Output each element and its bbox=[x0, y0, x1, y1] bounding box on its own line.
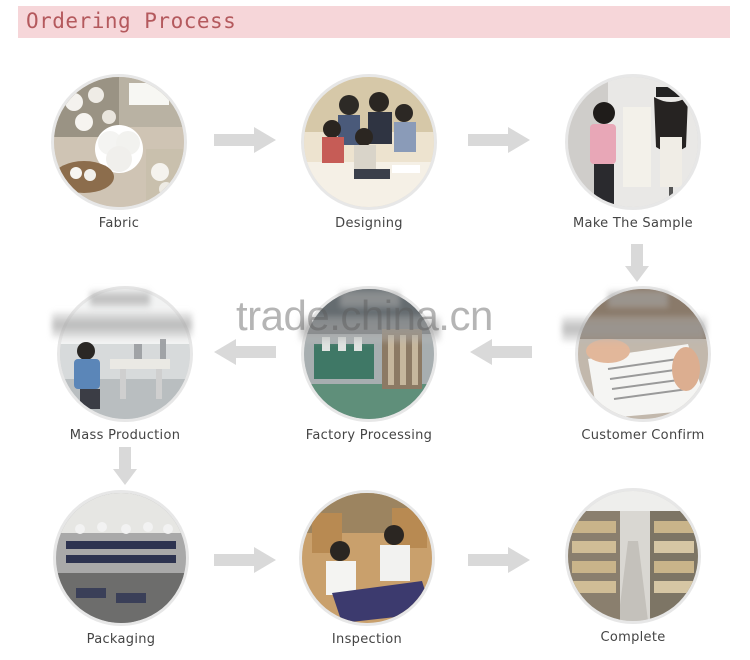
inspection-photo bbox=[299, 490, 435, 626]
sample-making-photo bbox=[565, 74, 701, 210]
step-inspection: Inspection bbox=[292, 490, 442, 647]
step-fabric: Fabric bbox=[44, 74, 194, 231]
design-team-photo bbox=[301, 74, 437, 210]
page-title: Ordering Process bbox=[26, 9, 237, 33]
step-label: Complete bbox=[600, 630, 666, 645]
blur-strip bbox=[52, 312, 192, 338]
factory-processing-photo bbox=[301, 286, 437, 422]
step-label: Mass Production bbox=[69, 428, 181, 443]
blur-strip bbox=[300, 316, 440, 342]
step-label: Factory Processing bbox=[305, 428, 433, 443]
blur-strip bbox=[90, 290, 150, 308]
arrow-left-icon bbox=[214, 339, 276, 365]
arrow-right-icon bbox=[468, 547, 530, 573]
packaging-photo bbox=[53, 490, 189, 626]
blur-strip bbox=[340, 290, 400, 308]
watermark-text: trade.china.cn bbox=[236, 292, 493, 339]
step-mass-production: Mass Production bbox=[50, 286, 200, 443]
step-customer-confirm: Customer Confirm bbox=[568, 286, 718, 443]
step-label: Make The Sample bbox=[573, 216, 693, 231]
arrow-left-icon bbox=[470, 339, 532, 365]
step-label: Fabric bbox=[98, 216, 140, 231]
step-designing: Designing bbox=[294, 74, 444, 231]
blur-strip bbox=[562, 316, 706, 342]
customer-confirm-photo bbox=[575, 286, 711, 422]
arrow-down-icon bbox=[625, 244, 649, 282]
step-label: Inspection bbox=[331, 632, 403, 647]
step-make-sample: Make The Sample bbox=[558, 74, 708, 231]
step-label: Packaging bbox=[86, 632, 156, 647]
warehouse-complete-photo bbox=[565, 488, 701, 624]
step-packaging: Packaging bbox=[46, 490, 196, 647]
step-label: Customer Confirm bbox=[581, 428, 705, 443]
arrow-right-icon bbox=[468, 127, 530, 153]
cotton-fabric-photo bbox=[51, 74, 187, 210]
title-bar: Ordering Process bbox=[18, 6, 730, 38]
arrow-down-icon bbox=[113, 447, 137, 485]
blur-strip bbox=[608, 290, 668, 308]
step-factory-processing: Factory Processing bbox=[294, 286, 444, 443]
arrow-right-icon bbox=[214, 547, 276, 573]
step-label: Designing bbox=[335, 216, 403, 231]
step-complete: Complete bbox=[558, 488, 708, 645]
arrow-right-icon bbox=[214, 127, 276, 153]
